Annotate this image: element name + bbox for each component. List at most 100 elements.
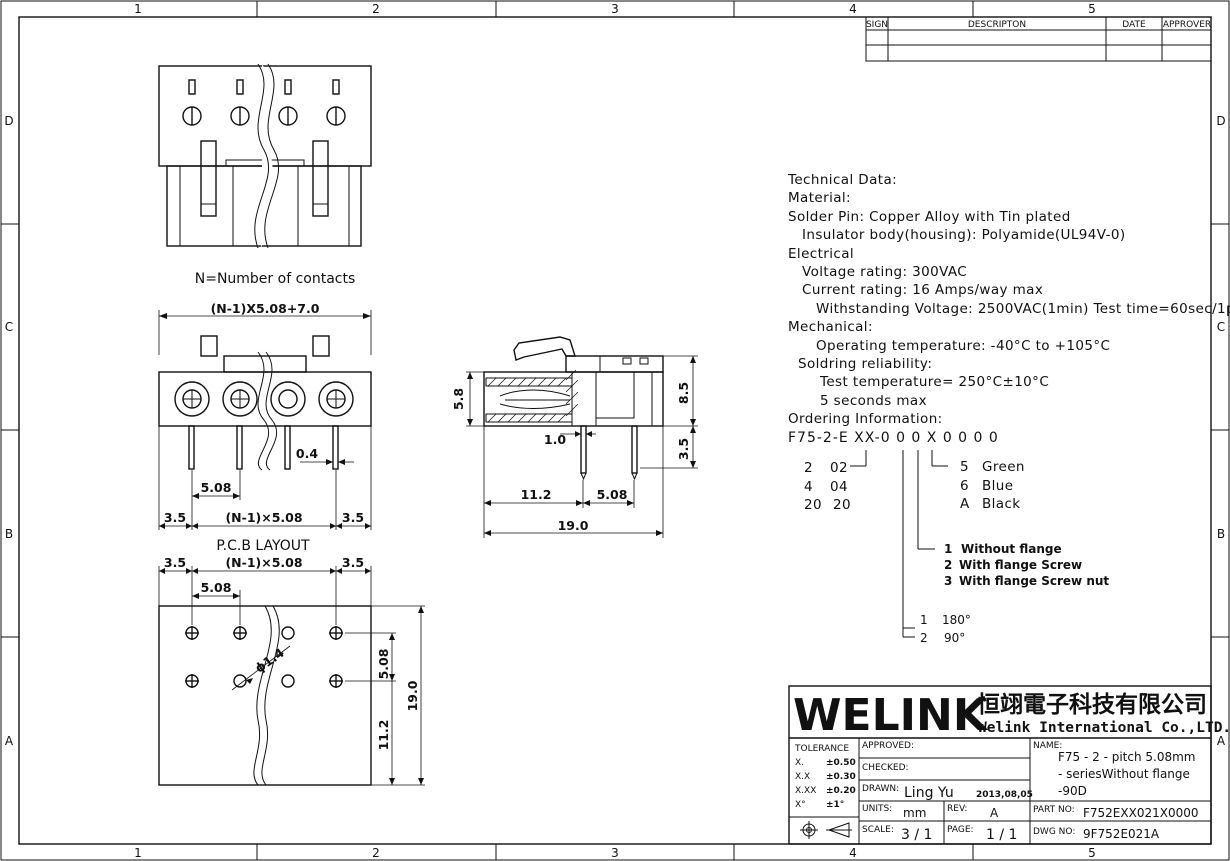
color-name-black: Black bbox=[982, 496, 1021, 512]
tech-line-test-temp: Test temperature= 250°C±10°C bbox=[819, 374, 1049, 390]
position-4-b: 04 bbox=[830, 479, 848, 495]
pcb-dim-edge-left: 3.5 bbox=[164, 555, 186, 570]
col-label-bottom-4: 4 bbox=[849, 846, 857, 860]
tolerance-val-1: ±0.50 bbox=[826, 758, 856, 768]
pcb-dim-span: (N-1)×5.08 bbox=[225, 555, 302, 570]
dim-pin-width: 0.4 bbox=[296, 446, 318, 461]
color-code-black: A bbox=[960, 496, 970, 512]
position-4-a: 4 bbox=[804, 479, 813, 495]
name-label: NAME: bbox=[1033, 741, 1062, 751]
company-logo: WELINK bbox=[793, 690, 989, 741]
side-dim-190: 19.0 bbox=[558, 518, 589, 533]
tech-line-mechanical: Mechanical: bbox=[788, 319, 873, 335]
side-dim-85: 8.5 bbox=[676, 382, 691, 404]
tech-line-title: Technical Data: bbox=[787, 172, 897, 188]
technical-data: Technical Data: Material: Solder Pin: Co… bbox=[787, 172, 1230, 446]
tolerance-key-2: X.X bbox=[795, 772, 810, 782]
pcb-hole-diameter: ϕ1.4 bbox=[252, 645, 287, 676]
color-code-green: 5 bbox=[960, 459, 969, 475]
tolerance-key-3: X.XX bbox=[795, 786, 816, 796]
drawn-value: Ling Yu bbox=[904, 785, 954, 801]
drawn-label: DRAWN: bbox=[862, 784, 899, 794]
dim-edge-right: 3.5 bbox=[342, 510, 364, 525]
scale-label: SCALE: bbox=[862, 825, 894, 835]
page-value: 1 / 1 bbox=[986, 827, 1017, 843]
flange-name-1: Without flange bbox=[961, 542, 1062, 556]
tech-line-voltage: Voltage rating: 300VAC bbox=[802, 264, 967, 280]
rev-header-approver: APPROVER bbox=[1163, 20, 1211, 30]
pcb-layout-view: 3.5 (N-1)×5.08 3.5 5.08 ϕ1.4 bbox=[158, 555, 425, 786]
top-view bbox=[158, 63, 372, 249]
col-label-bottom-5: 5 bbox=[1088, 846, 1096, 860]
tech-line-ordering: Ordering Information: bbox=[788, 411, 943, 427]
rev-value: A bbox=[990, 806, 999, 820]
order-code: F75-2-E XX-0 0 0 X 0 0 0 0 bbox=[788, 430, 999, 446]
col-label-top-1: 1 bbox=[134, 2, 142, 16]
rev-label: REV: bbox=[947, 804, 967, 814]
side-dim-10: 1.0 bbox=[544, 432, 566, 447]
flange-code-1: 1 bbox=[944, 542, 952, 556]
drawn-date: 2013,08,05 bbox=[976, 790, 1033, 800]
units-label: UNITS: bbox=[862, 804, 892, 814]
flange-name-3: With flange Screw nut bbox=[959, 574, 1109, 588]
tech-line-material: Material: bbox=[788, 190, 851, 206]
rev-header-date: DATE bbox=[1122, 20, 1146, 30]
tech-line-current: Current rating: 16 Amps/way max bbox=[802, 282, 1043, 298]
tolerance-label: TOLERANCE bbox=[794, 744, 849, 754]
color-name-blue: Blue bbox=[982, 478, 1013, 494]
flange-name-2: With flange Screw bbox=[959, 558, 1082, 572]
row-label-right-a: A bbox=[1217, 734, 1226, 748]
pcb-dim-height: 19.0 bbox=[405, 680, 420, 711]
col-label-bottom-2: 2 bbox=[372, 846, 380, 860]
dim-edge-left: 3.5 bbox=[164, 510, 186, 525]
tech-line-seconds: 5 seconds max bbox=[820, 393, 927, 409]
position-20-b: 20 bbox=[833, 497, 851, 513]
row-label-left-a: A bbox=[5, 734, 14, 748]
tech-line-withstanding: Withstanding Voltage: 2500VAC(1min) Test… bbox=[816, 301, 1230, 317]
name-line-2: - seriesWithout flange bbox=[1058, 767, 1190, 781]
row-label-left-b: B bbox=[5, 527, 13, 541]
scale-value: 3 / 1 bbox=[901, 827, 932, 843]
pcb-dim-pitch: 5.08 bbox=[201, 580, 232, 595]
rev-header-sign: SIGN bbox=[866, 20, 888, 30]
col-label-bottom-1: 1 bbox=[134, 846, 142, 860]
flange-code-3: 3 bbox=[944, 574, 952, 588]
dwgno-label: DWG NO: bbox=[1033, 827, 1075, 837]
rev-header-description: DESCRIPTON bbox=[968, 20, 1026, 30]
tech-line-electrical: Electrical bbox=[788, 246, 854, 262]
approved-label: APPROVED: bbox=[862, 741, 914, 751]
dim-pitch: 5.08 bbox=[201, 480, 232, 495]
angle-code-1: 1 bbox=[920, 613, 928, 627]
page-label: PAGE: bbox=[947, 825, 974, 835]
color-name-green: Green bbox=[982, 459, 1025, 475]
pcb-dim-height-2: 11.2 bbox=[376, 720, 391, 751]
name-line-1: F75 - 2 - pitch 5.08mm bbox=[1058, 750, 1196, 764]
pcb-layout-title: P.C.B LAYOUT bbox=[216, 538, 310, 554]
pcb-dim-row: 5.08 bbox=[376, 649, 391, 680]
side-dim-35: 3.5 bbox=[676, 438, 691, 460]
side-dim-58: 5.8 bbox=[451, 388, 466, 410]
dim-overall: (N-1)X5.08+7.0 bbox=[211, 301, 320, 316]
row-label-right-c: C bbox=[1217, 320, 1225, 334]
dim-span: (N-1)×5.08 bbox=[225, 510, 302, 525]
title-block: WELINK 恒翊電子科技有限公司 Welink International C… bbox=[788, 685, 1230, 845]
col-label-top-2: 2 bbox=[372, 2, 380, 16]
dwgno-value: 9F752E021A bbox=[1083, 827, 1160, 841]
units-value: mm bbox=[903, 806, 926, 820]
partno-label: PART NO: bbox=[1033, 805, 1075, 815]
tech-line-solder-pin: Solder Pin: Copper Alloy with Tin plated bbox=[788, 209, 1071, 225]
tech-line-operating-temp: Operating temperature: -40°C to +105°C bbox=[816, 338, 1110, 354]
company-name-en: Welink International Co.,LTD. bbox=[978, 720, 1230, 736]
angle-code-2: 2 bbox=[920, 631, 928, 645]
tech-line-soldering: Soldring reliability: bbox=[798, 356, 932, 372]
tolerance-key-1: X. bbox=[795, 758, 804, 768]
partno-value: F752EXX021X0000 bbox=[1083, 806, 1199, 820]
position-2-a: 2 bbox=[804, 460, 813, 476]
tolerance-val-3: ±0.20 bbox=[826, 786, 856, 796]
row-label-right-b: B bbox=[1217, 527, 1225, 541]
tolerance-key-4: X° bbox=[795, 800, 806, 810]
row-label-left-d: D bbox=[4, 114, 13, 128]
n-contacts-note: N=Number of contacts bbox=[195, 271, 356, 287]
flange-code-2: 2 bbox=[944, 558, 952, 572]
